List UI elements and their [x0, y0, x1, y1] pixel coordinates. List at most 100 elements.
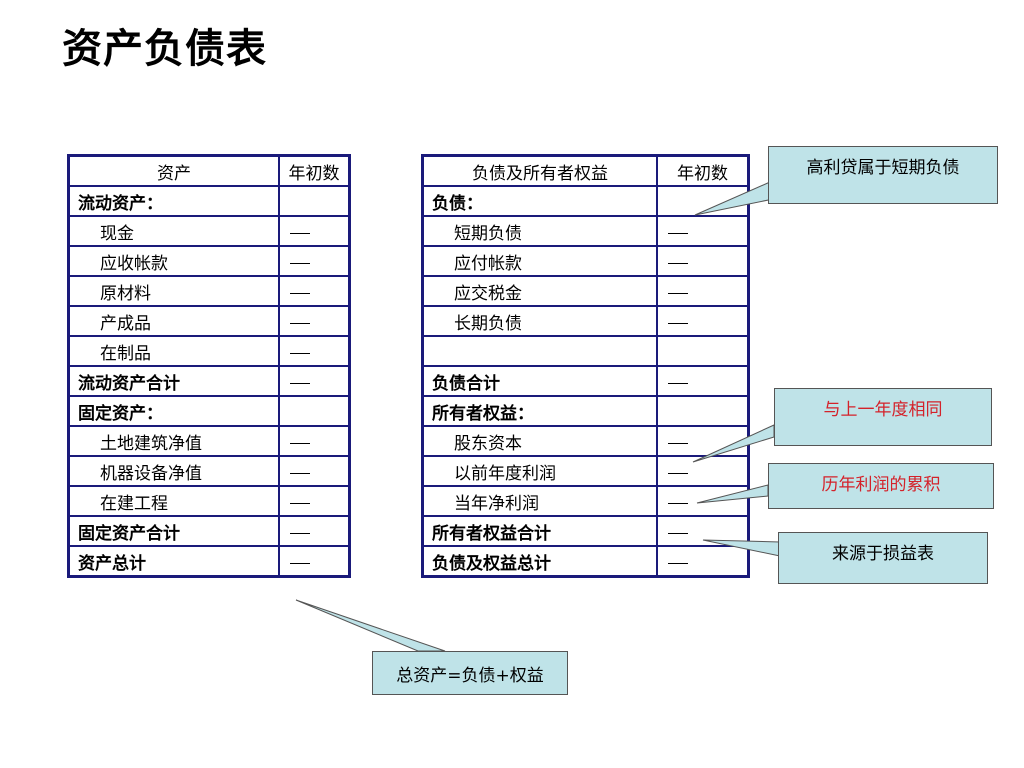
row-value-cell[interactable]: [656, 305, 750, 337]
table-row: 在建工程: [67, 485, 351, 517]
blank-value-line: [668, 382, 688, 384]
table-row: 流动资产：: [67, 185, 351, 217]
table-row: 机器设备净值: [67, 455, 351, 487]
row-value-cell: [278, 395, 351, 427]
row-label: 股东资本: [421, 425, 658, 457]
blank-value-line: [290, 502, 310, 504]
header-row: 资产年初数: [67, 154, 351, 187]
row-value-cell[interactable]: [656, 425, 750, 457]
row-value-cell[interactable]: [656, 245, 750, 277]
row-value-cell[interactable]: [656, 545, 750, 578]
row-value-cell[interactable]: [278, 245, 351, 277]
row-label: 所有者权益合计: [421, 515, 658, 547]
table-row: 所有者权益合计: [421, 515, 750, 547]
column-header-value: 年初数: [278, 154, 351, 187]
blank-value-line: [668, 232, 688, 234]
table-row: 以前年度利润: [421, 455, 750, 487]
row-label: 以前年度利润: [421, 455, 658, 487]
blank-value-line: [290, 382, 310, 384]
table-row: 所有者权益：: [421, 395, 750, 427]
row-label: 固定资产合计: [67, 515, 280, 547]
row-value-cell: [656, 335, 750, 367]
assets-table: 资产年初数流动资产：现金应收帐款原材料产成品在制品流动资产合计固定资产：土地建筑…: [67, 154, 351, 578]
callout-accumulated-profit: 历年利润的累积: [768, 463, 994, 509]
row-label: 短期负债: [421, 215, 658, 247]
row-label: 流动资产合计: [67, 365, 280, 397]
callout-total-assets: 总资产=负债+权益: [372, 651, 568, 695]
row-label: 应交税金: [421, 275, 658, 307]
blank-value-line: [668, 502, 688, 504]
row-value-cell: [278, 185, 351, 217]
page-title: 资产负债表: [62, 25, 267, 72]
row-label: 当年净利润: [421, 485, 658, 517]
row-label: 原材料: [67, 275, 280, 307]
column-header-value: 年初数: [656, 154, 750, 187]
table-row: 产成品: [67, 305, 351, 337]
table-row: 现金: [67, 215, 351, 247]
row-label: 应收帐款: [67, 245, 280, 277]
row-value-cell[interactable]: [656, 365, 750, 397]
row-value-cell[interactable]: [278, 455, 351, 487]
row-value-cell[interactable]: [278, 215, 351, 247]
row-value-cell[interactable]: [656, 515, 750, 547]
blank-value-line: [668, 472, 688, 474]
table-row: 固定资产：: [67, 395, 351, 427]
column-header-item: 负债及所有者权益: [421, 154, 658, 187]
callout-same-as-last-year: 与上一年度相同: [774, 388, 992, 446]
row-label: 负债合计: [421, 365, 658, 397]
blank-value-line: [290, 262, 310, 264]
row-value-cell[interactable]: [278, 515, 351, 547]
table-row: 短期负债: [421, 215, 750, 247]
row-value-cell[interactable]: [656, 215, 750, 247]
row-value-cell[interactable]: [278, 545, 351, 578]
row-value-cell[interactable]: [278, 365, 351, 397]
blank-value-line: [290, 352, 310, 354]
row-value-cell[interactable]: [278, 305, 351, 337]
column-header-item: 资产: [67, 154, 280, 187]
row-label: 负债：: [421, 185, 658, 217]
row-label: 应付帐款: [421, 245, 658, 277]
row-label: 机器设备净值: [67, 455, 280, 487]
blank-value-line: [668, 562, 688, 564]
row-value-cell[interactable]: [278, 275, 351, 307]
table-row: 固定资产合计: [67, 515, 351, 547]
table-row: 资产总计: [67, 545, 351, 578]
row-value-cell[interactable]: [656, 275, 750, 307]
table-row: 股东资本: [421, 425, 750, 457]
blank-value-line: [290, 562, 310, 564]
table-row: 在制品: [67, 335, 351, 367]
blank-value-line: [290, 472, 310, 474]
callout-income-statement: 来源于损益表: [778, 532, 988, 584]
row-label: 现金: [67, 215, 280, 247]
row-label: 在建工程: [67, 485, 280, 517]
table-row: 原材料: [67, 275, 351, 307]
row-label: 土地建筑净值: [67, 425, 280, 457]
row-value-cell[interactable]: [278, 485, 351, 517]
row-value-cell: [656, 185, 750, 217]
table-row: 当年净利润: [421, 485, 750, 517]
row-label: 产成品: [67, 305, 280, 337]
blank-value-line: [290, 322, 310, 324]
table-row: 土地建筑净值: [67, 425, 351, 457]
callout-short-term-debt: 高利贷属于短期负债: [768, 146, 998, 204]
blank-value-line: [290, 232, 310, 234]
blank-value-line: [290, 532, 310, 534]
blank-value-line: [668, 292, 688, 294]
table-row: 负债及权益总计: [421, 545, 750, 578]
liabilities-equity-table: 负债及所有者权益年初数负债：短期负债应付帐款应交税金长期负债负债合计所有者权益：…: [421, 154, 750, 578]
row-label: 所有者权益：: [421, 395, 658, 427]
row-value-cell[interactable]: [278, 335, 351, 367]
row-value-cell[interactable]: [278, 425, 351, 457]
table-row: 应收帐款: [67, 245, 351, 277]
row-value-cell[interactable]: [656, 485, 750, 517]
row-label: 流动资产：: [67, 185, 280, 217]
table-row: 应付帐款: [421, 245, 750, 277]
blank-value-line: [668, 262, 688, 264]
row-value-cell[interactable]: [656, 455, 750, 487]
table-row: 流动资产合计: [67, 365, 351, 397]
header-row: 负债及所有者权益年初数: [421, 154, 750, 187]
blank-value-line: [668, 322, 688, 324]
row-label: 在制品: [67, 335, 280, 367]
blank-value-line: [668, 532, 688, 534]
table-row: 长期负债: [421, 305, 750, 337]
